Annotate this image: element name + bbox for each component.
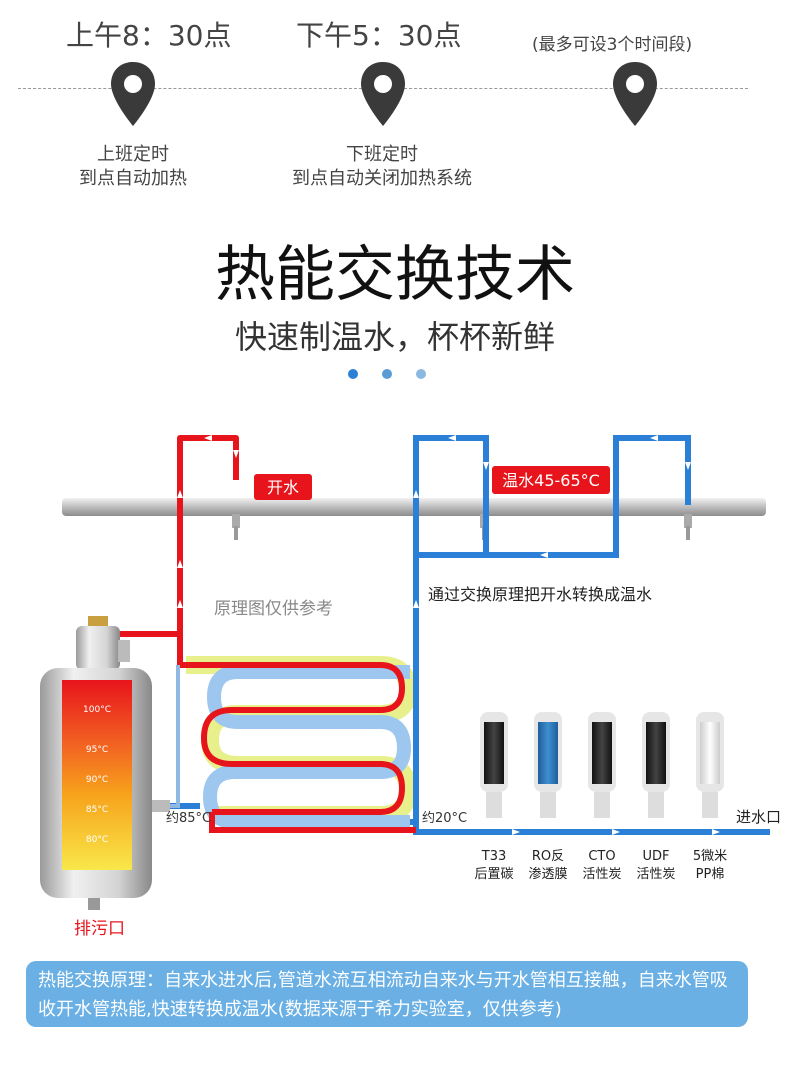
tank-level-label: 95°C bbox=[86, 745, 108, 755]
filter-cartridge bbox=[696, 712, 724, 818]
max-periods-note: (最多可设3个时间段) bbox=[532, 35, 693, 55]
filter-label-line1: CTO bbox=[588, 849, 615, 864]
morning-caption-line1: 上班定时 bbox=[97, 144, 169, 165]
tank-level-label: 90°C bbox=[86, 775, 108, 785]
warm-water-badge bbox=[492, 466, 610, 494]
filter-cartridge bbox=[642, 712, 670, 818]
water-tank bbox=[40, 616, 170, 910]
faucet-icon bbox=[232, 514, 240, 540]
location-pin-icon bbox=[111, 62, 155, 126]
filter-label-line2: 活性炭 bbox=[582, 867, 621, 882]
filter-label-line2: PP棉 bbox=[696, 867, 725, 882]
evening-caption-line1: 下班定时 bbox=[346, 144, 418, 165]
tank-level-label: 100°C bbox=[83, 705, 111, 715]
evening-caption-line2: 到点自动关闭加热系统 bbox=[292, 168, 472, 189]
filter-label-line2: 后置碳 bbox=[474, 867, 513, 882]
inlet-label: 进水口 bbox=[736, 808, 781, 826]
temp-85-label: 约85°C bbox=[166, 811, 211, 826]
principle-footer: 热能交换原理：自来水进水后,管道水流互相流动自来水与开水管相互接触，自来水管吸收… bbox=[26, 961, 748, 1027]
evening-caption: 下班定时 到点自动关闭加热系统 bbox=[270, 143, 494, 191]
filter-label-line1: UDF bbox=[642, 849, 669, 864]
carousel-dot[interactable] bbox=[382, 369, 392, 379]
morning-time: 上午8：30点 bbox=[66, 19, 232, 52]
page-subtitle: 快速制温水，杯杯新鲜 bbox=[234, 318, 555, 356]
boiling-water-label: 开水 bbox=[267, 478, 299, 497]
filter-cartridge bbox=[588, 712, 616, 818]
principle-note: 原理图仅供参考 bbox=[214, 599, 333, 619]
morning-caption: 上班定时 到点自动加热 bbox=[48, 143, 218, 191]
tank-level-label: 85°C bbox=[86, 805, 108, 815]
filter-label-line1: 5微米 bbox=[693, 849, 727, 864]
tank-level-label: 80°C bbox=[86, 835, 108, 845]
filter-cartridge bbox=[534, 712, 562, 818]
drain-label: 排污口 bbox=[74, 919, 125, 939]
filter-cartridge bbox=[480, 712, 508, 818]
carousel-dot[interactable] bbox=[416, 369, 426, 379]
heat-exchange-diagram: 开水 温水45-65°C 原理图仅供参考 通过交换原理把开水转换成温水 100°… bbox=[40, 435, 781, 939]
boiling-water-badge bbox=[254, 474, 312, 500]
filter-label-line2: 渗透膜 bbox=[528, 867, 567, 882]
page-title: 热能交换技术 bbox=[215, 240, 575, 310]
location-pin-icon bbox=[613, 62, 657, 126]
exchange-note: 通过交换原理把开水转换成温水 bbox=[428, 585, 652, 604]
morning-caption-line2: 到点自动加热 bbox=[79, 168, 187, 189]
filter-label-line1: T33 bbox=[481, 849, 506, 864]
faucet-icon bbox=[684, 514, 692, 540]
filter-label-line2: 活性炭 bbox=[636, 867, 675, 882]
carousel-dot[interactable] bbox=[348, 369, 358, 379]
filter-label-line1: RO反 bbox=[532, 849, 564, 864]
evening-time: 下午5：30点 bbox=[296, 19, 462, 52]
warm-water-label: 温水45-65°C bbox=[502, 471, 600, 490]
location-pin-icon bbox=[361, 62, 405, 126]
temp-20-label: 约20°C bbox=[422, 811, 467, 826]
